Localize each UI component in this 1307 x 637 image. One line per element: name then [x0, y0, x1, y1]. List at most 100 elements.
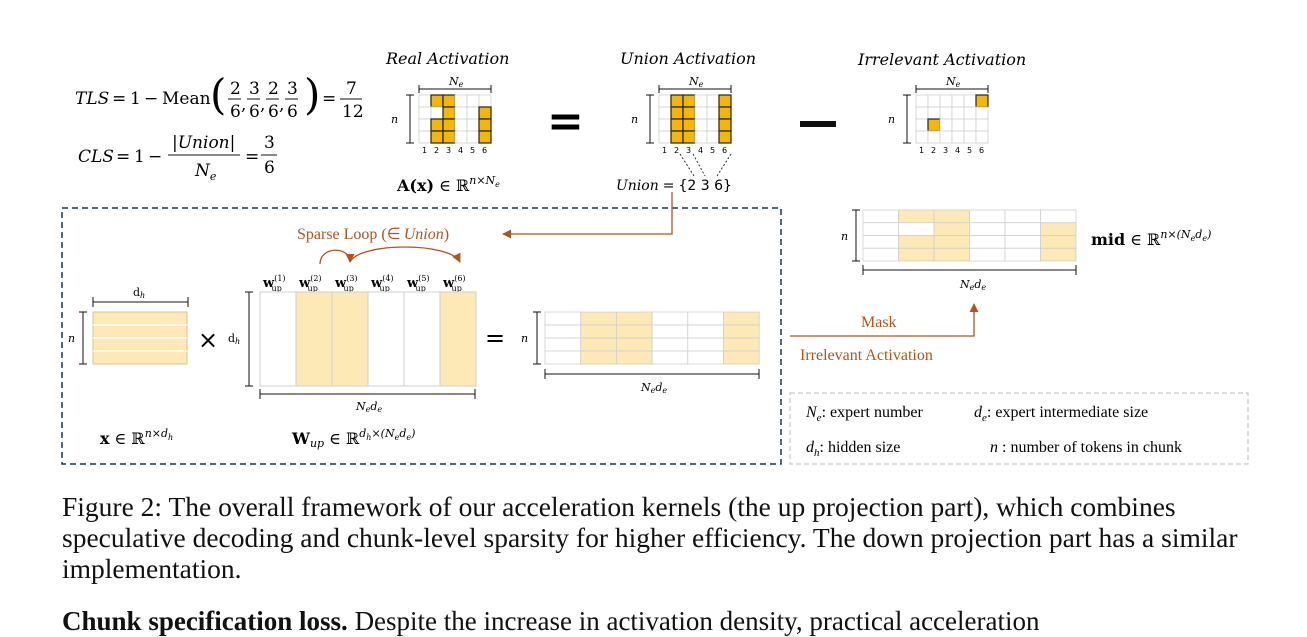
- inactive-cell: [915, 106, 929, 120]
- inactive-cell: [951, 118, 965, 132]
- inactive-cell: [963, 130, 977, 144]
- tls-comma: ,: [260, 95, 265, 115]
- inactive-cell: [658, 94, 672, 108]
- active-cell: [718, 130, 732, 144]
- height-label: n: [391, 113, 398, 126]
- tick-label: 3: [943, 146, 948, 155]
- x-formula: x∈ℝn×dh: [100, 427, 173, 448]
- weight-label: w(6)up: [442, 274, 466, 293]
- inactive-cell: [694, 118, 708, 132]
- inactive-cell: [975, 106, 989, 120]
- result-equals-operator: =: [485, 324, 505, 352]
- inactive-cell: [969, 247, 1006, 262]
- tls-frac-den: 6: [287, 102, 298, 122]
- inactive-cell: [418, 130, 432, 144]
- active-cell: [933, 222, 970, 236]
- inactive-cell: [694, 106, 708, 120]
- inactive-cell: [963, 118, 977, 132]
- active-cell: [478, 118, 492, 132]
- inactive-cell: [963, 106, 977, 120]
- active-cell: [975, 94, 989, 108]
- inactive-cell: [454, 94, 468, 108]
- minus-operator: [800, 121, 836, 127]
- inactive-cell: [658, 106, 672, 120]
- cls-result-num: 3: [264, 133, 275, 153]
- irrelevant-activation-title: Irrelevant Activation: [857, 50, 1026, 69]
- tls-frac-num: 3: [287, 79, 298, 99]
- sparse-loop-label: Sparse Loop (∈Union): [297, 226, 449, 243]
- union-set: Union={2 3 6}: [616, 178, 732, 194]
- weight-label: w(5)up: [406, 274, 430, 293]
- tls-minus: −: [144, 89, 158, 109]
- inactive-cell: [658, 118, 672, 132]
- active-cell: [898, 235, 935, 249]
- active-cell: [430, 94, 444, 108]
- inactive-cell: [969, 222, 1006, 236]
- legend-item-ne: Ne: expert number: [805, 404, 924, 424]
- mask-label: Mask: [861, 314, 897, 331]
- inactive-cell: [466, 130, 480, 144]
- weight-label: w(4)up: [370, 274, 394, 293]
- inactive-cell: [706, 118, 720, 132]
- inactive-cell: [927, 130, 941, 144]
- inactive-cell: [939, 130, 953, 144]
- active-cell: [616, 350, 653, 365]
- inactive-cell: [939, 118, 953, 132]
- tick-label: 4: [698, 146, 703, 155]
- union-activation-title: Union Activation: [620, 49, 756, 68]
- active-cell: [927, 118, 941, 132]
- active-cell: [670, 106, 684, 120]
- tls-fractions: 26,36,26,36: [228, 79, 298, 122]
- active-cell: [478, 106, 492, 120]
- inactive-cell: [466, 94, 480, 108]
- inactive-cell: [975, 130, 989, 144]
- inactive-cell: [430, 106, 444, 120]
- inactive-cell: [418, 94, 432, 108]
- inactive-cell: [862, 247, 899, 262]
- inactive-cell: [975, 118, 989, 132]
- tls-comma: ,: [241, 95, 246, 115]
- figure-caption: Figure 2: The overall framework of our a…: [62, 491, 1252, 584]
- inactive-cell: [544, 337, 582, 352]
- tick-label: 4: [458, 146, 463, 155]
- inactive-cell: [478, 94, 492, 108]
- tls-one: 1: [130, 89, 141, 109]
- tick-label: 5: [470, 146, 475, 155]
- active-cell: [670, 94, 684, 108]
- inactive-cell: [927, 106, 941, 120]
- active-cell: [616, 311, 653, 326]
- tick-label: 6: [722, 146, 727, 155]
- cls-den: Ne: [194, 161, 217, 183]
- inactive-cell: [939, 94, 953, 108]
- w-formula: Wup∈ℝdh×(Nede): [291, 427, 415, 450]
- loop-arc-2-3: [319, 249, 355, 265]
- active-cell: [580, 350, 617, 365]
- inactive-cell: [951, 130, 965, 144]
- cls-lhs: CLS: [78, 147, 114, 167]
- tls-formula: TLS = 1 − Mean ( 26,36,26,36 ) = 7 12: [75, 70, 364, 122]
- loop-arc-3-6: [349, 246, 461, 263]
- inactive-cell: [687, 324, 724, 339]
- w-height-label: dh: [228, 332, 240, 346]
- real-activation-formula: A(x)∈ℝn×Ne: [396, 174, 500, 195]
- sparse-loop-arrow: [502, 192, 673, 239]
- inactive-cell: [694, 130, 708, 144]
- active-cell: [723, 311, 760, 326]
- height-label: n: [888, 113, 895, 126]
- active-cell: [723, 337, 760, 352]
- active-cell: [682, 106, 696, 120]
- inactive-cell: [687, 311, 724, 326]
- active-cell: [682, 94, 696, 108]
- inactive-cell: [454, 106, 468, 120]
- weight-label: w(1)up: [262, 274, 286, 293]
- tick-label: 4: [955, 146, 960, 155]
- active-cell: [442, 94, 456, 108]
- out-width-label: Nede: [640, 381, 667, 395]
- inactive-cell: [862, 222, 899, 236]
- inactive-cell: [1004, 247, 1041, 262]
- active-cell: [682, 118, 696, 132]
- tls-result-eq: =: [322, 89, 336, 109]
